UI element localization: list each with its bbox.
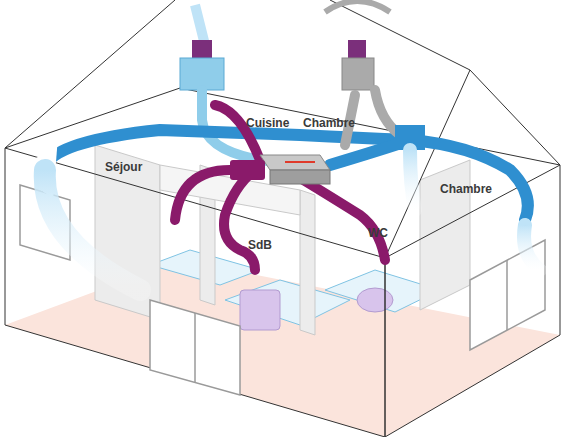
- roof-terminals: [180, 1, 390, 90]
- room-label: Chambre: [440, 182, 492, 196]
- house-outline: [5, 0, 560, 437]
- heat-recovery-unit: [230, 155, 330, 184]
- extract-ducts: [175, 95, 385, 300]
- windows: [20, 185, 545, 395]
- room-label: Séjour: [105, 160, 142, 174]
- room-label: Chambre: [303, 116, 355, 130]
- supply-ducts: [45, 90, 540, 290]
- room-label: Cuisine: [246, 116, 289, 130]
- room-label: SdB: [248, 238, 272, 252]
- room-label: WC: [368, 226, 388, 240]
